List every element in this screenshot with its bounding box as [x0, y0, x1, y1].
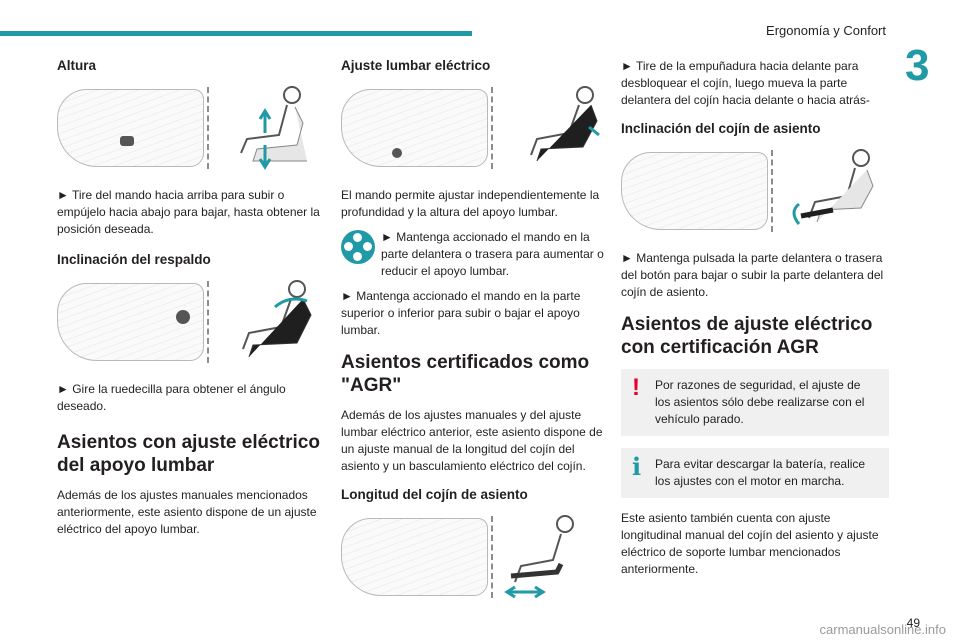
header-accent-bar [0, 31, 472, 36]
cushion-tilt-person-icon [792, 149, 874, 225]
text-lumbar-3: ► Mantenga accionado el mando en la part… [341, 289, 581, 337]
heading-inclinacion-cojin: Inclinación del cojín de asiento [621, 121, 821, 136]
text-final: Este asiento también cuenta con ajuste l… [621, 511, 879, 576]
figure-divider [207, 87, 209, 169]
chapter-number: 3 [905, 41, 930, 90]
seat-side-illustration [341, 518, 488, 596]
figure-cushion-length [341, 512, 609, 602]
figure-seat-height [57, 83, 325, 173]
column-2: Ajuste lumbar eléctrico El mando permite… [341, 58, 609, 616]
heading-ajuste-lumbar: Ajuste lumbar eléctrico [341, 58, 491, 73]
info-text: Para evitar descargar la batería, realic… [655, 457, 866, 488]
heading-respaldo: Inclinación del respaldo [57, 252, 211, 267]
seat-lever [120, 136, 134, 146]
section-title: Ergonomía y Confort [766, 23, 886, 38]
column-1: Altura ► Tire del mando hacia arriba par… [57, 58, 325, 546]
figure-divider [771, 150, 773, 232]
text-agr: Además de los ajustes manuales y del aju… [341, 408, 603, 473]
lumbar-person-icon [530, 86, 600, 162]
reclined-person-icon [242, 280, 312, 358]
warning-text: Por razones de seguridad, el ajuste de l… [655, 378, 865, 426]
seat-side-illustration [57, 89, 204, 167]
warning-icon: ! [632, 374, 640, 401]
text-respaldo: ► Gire la ruedecilla para obtener el áng… [57, 382, 286, 413]
heading-ajuste-electrico-agr: Asientos de ajuste eléctrico con certifi… [621, 314, 873, 358]
heading-agr: Asientos certificados como "AGR" [341, 352, 590, 396]
figure-cushion-tilt [621, 146, 889, 236]
seated-person-icon [240, 86, 307, 170]
figure-lumbar [341, 83, 609, 173]
column-3: ► Tire de la empuñadura hacia delante pa… [621, 58, 889, 586]
heading-altura: Altura [57, 58, 97, 73]
seat-side-illustration [57, 283, 204, 361]
info-icon: i [632, 452, 642, 481]
four-way-control-icon [341, 230, 375, 264]
figure-divider [491, 87, 493, 169]
text-asientos-lumbar: Además de los ajustes manuales mencionad… [57, 488, 317, 536]
warning-note: ! Por razones de seguridad, el ajuste de… [621, 369, 889, 436]
page-number: 49 [906, 616, 920, 630]
text-lumbar-1: El mando permite ajustar independienteme… [341, 188, 600, 219]
text-longitud: ► Tire de la empuñadura hacia delante pa… [621, 59, 870, 107]
cushion-length-person-icon [504, 515, 574, 599]
figure-divider [491, 516, 493, 598]
info-note: i Para evitar descargar la batería, real… [621, 448, 889, 498]
lumbar-control-block: ► Mantenga accionado el mando en la part… [341, 229, 609, 280]
watermark-text: carmanualsonline.info [819, 622, 946, 637]
seat-side-illustration [621, 152, 768, 230]
text-inclinacion-cojin: ► Mantenga pulsada la parte delantera o … [621, 251, 884, 299]
text-lumbar-2: ► Mantenga accionado el mando en la part… [381, 230, 604, 278]
heading-asientos-lumbar: Asientos con ajuste eléctrico del apoyo … [57, 432, 320, 476]
heading-longitud: Longitud del cojín de asiento [341, 487, 528, 502]
backrest-wheel [176, 310, 190, 324]
seat-side-illustration [341, 89, 488, 167]
figure-divider [207, 281, 209, 363]
text-altura: ► Tire del mando hacia arriba para subir… [57, 188, 320, 236]
figure-backrest [57, 277, 325, 367]
lumbar-control [392, 148, 402, 158]
